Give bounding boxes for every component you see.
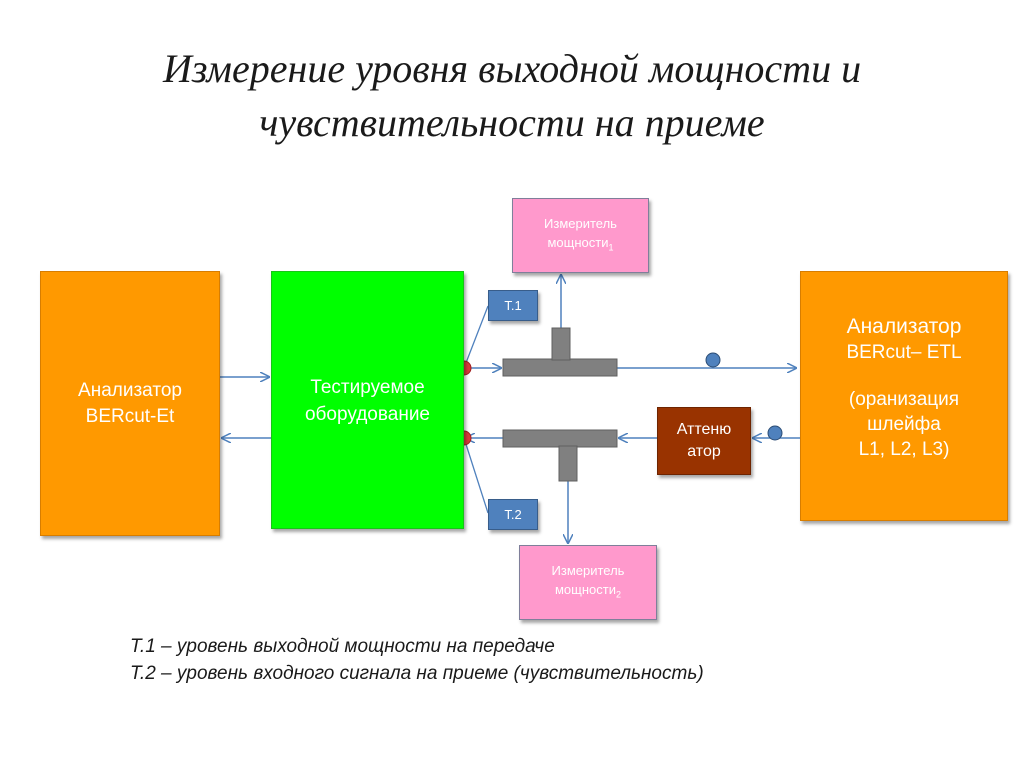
analyzer-bercut-et: Анализатор BERcut-Et [40, 271, 220, 536]
meter2-line2: мощности2 [555, 580, 621, 605]
meter1-line2: мощности1 [547, 233, 613, 258]
analyzer-right-line3: (оранизация [848, 389, 960, 410]
leader-t2 [463, 437, 489, 514]
legend-line2: Т.2 – уровень входного сигнала на приеме… [130, 663, 704, 684]
dut-line1: Тестируемое [310, 377, 425, 398]
legend: Т.1 – уровень выходной мощности на перед… [130, 633, 704, 687]
power-meter-2: Измеритель мощности2 [519, 545, 657, 620]
analyzer-right-line2: BERcut– ETL [846, 342, 962, 363]
power-meter-1: Измеритель мощности1 [512, 198, 649, 273]
analyzer-left-line2: BERcut-Et [85, 405, 175, 427]
tag-t1-label: Т.1 [504, 298, 522, 313]
splitter-bottom [502, 429, 618, 482]
meter2-line1: Измеритель [551, 562, 625, 578]
analyzer-right-line1: Анализатор [846, 315, 962, 338]
splitter-top [502, 327, 618, 377]
analyzer-right-line5: L1, L2, L3) [858, 439, 950, 460]
leader-t1 [463, 305, 489, 369]
title-line-2: чувствительности на приеме [259, 100, 765, 145]
tag-t1: Т.1 [488, 290, 538, 321]
tag-t2-label: Т.2 [504, 507, 522, 522]
meter2-label: мощности [554, 581, 616, 597]
connector-dot-bottom [767, 425, 783, 441]
analyzer-bercut-etl: Анализатор BERcut– ETL (оранизация шлейф… [800, 271, 1008, 521]
slide-title: Измерение уровня выходной мощности и чув… [0, 42, 1024, 150]
attenuator-line2: атор [687, 443, 721, 460]
dut-line2: оборудование [304, 404, 430, 425]
meter2-subscript: 2 [615, 589, 621, 600]
title-line-1: Измерение уровня выходной мощности и [162, 46, 862, 91]
device-under-test: Тестируемое оборудование [271, 271, 464, 529]
tag-t2: Т.2 [488, 499, 538, 530]
analyzer-right-line4: шлейфа [867, 414, 941, 435]
connector-dot-top [705, 352, 721, 368]
meter1-label: мощности [547, 234, 609, 250]
attenuator-line1: Аттеню [676, 421, 732, 438]
meter1-line1: Измеритель [544, 215, 617, 231]
attenuator: Аттеню атор [657, 407, 751, 475]
meter1-subscript: 1 [608, 242, 614, 253]
legend-line1: Т.1 – уровень выходной мощности на перед… [130, 636, 555, 657]
analyzer-left-line1: Анализатор [78, 379, 182, 401]
